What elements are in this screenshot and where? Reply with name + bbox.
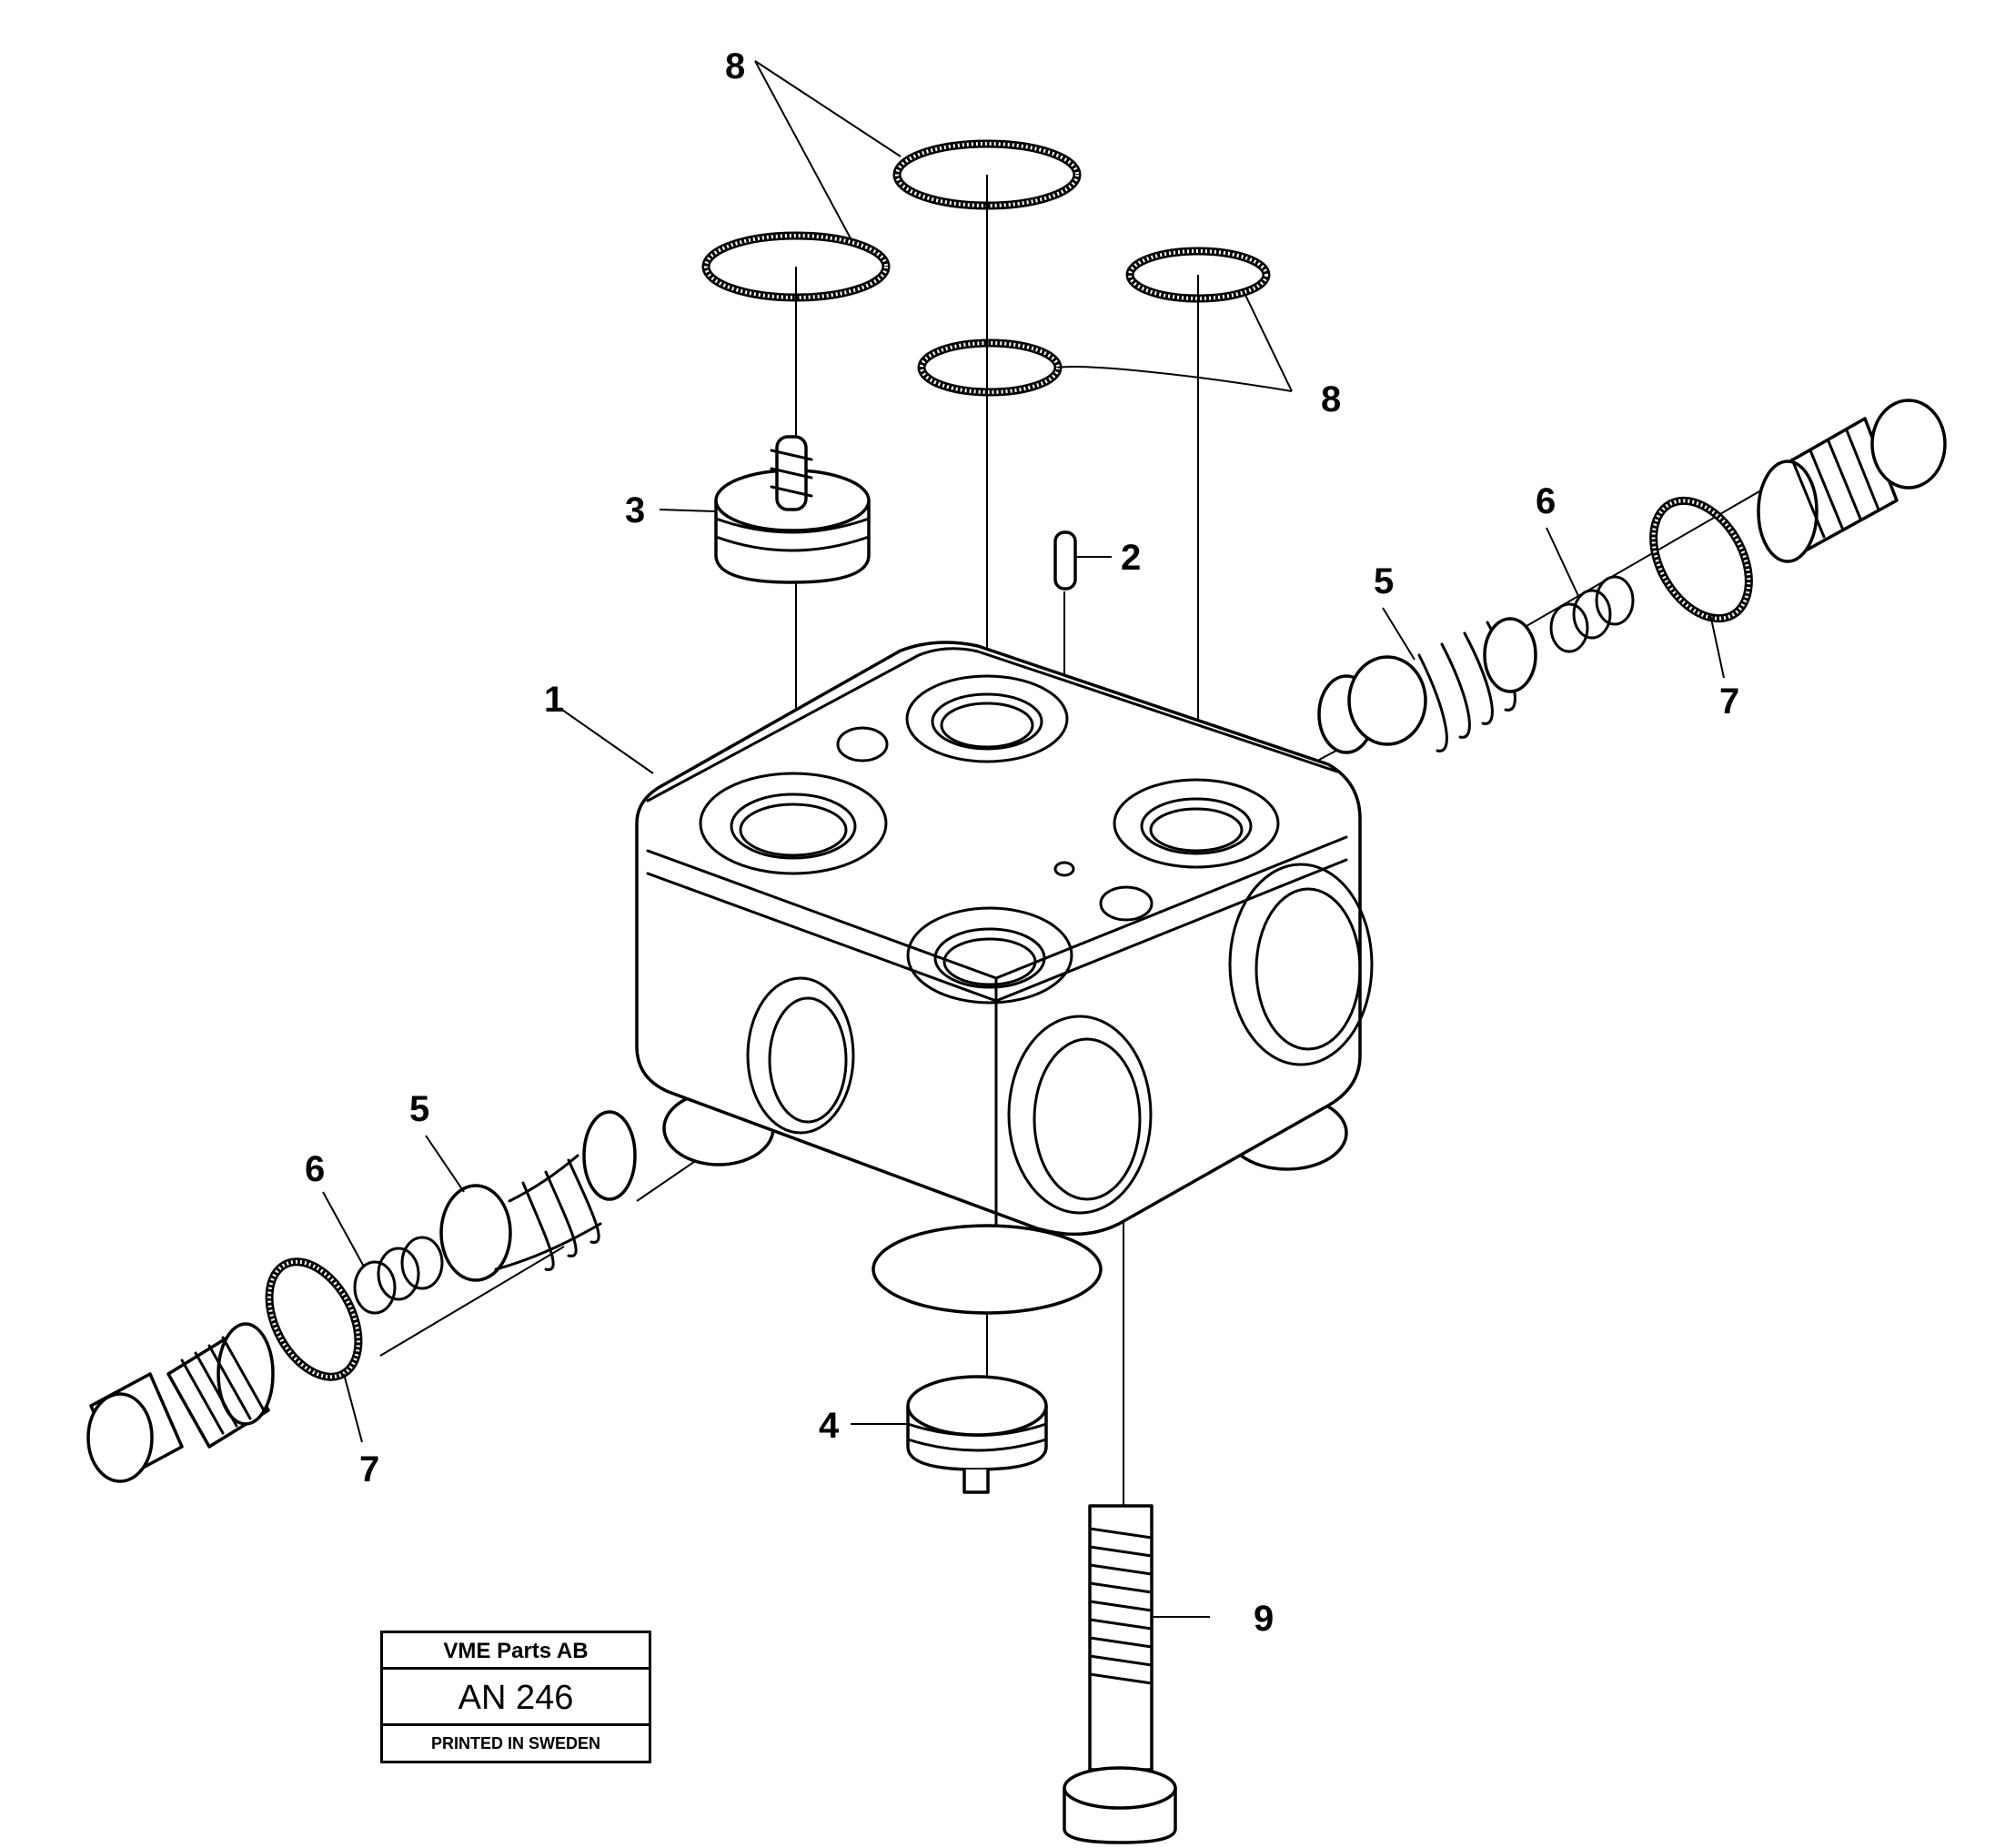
leader-lines-8	[754, 60, 1293, 392]
stamp-printed: PRINTED IN SWEDEN	[430, 1734, 600, 1752]
label-6-left: 6	[305, 1149, 325, 1189]
o-ring-left	[265, 1257, 363, 1381]
label-5-right: 5	[1374, 561, 1394, 601]
pin	[1053, 530, 1077, 591]
label-8-right: 8	[1321, 379, 1341, 419]
label-5-left: 5	[409, 1089, 429, 1129]
plug-right	[1757, 399, 1947, 563]
label-7-right: 7	[1719, 682, 1739, 722]
label-8-top: 8	[725, 46, 745, 86]
valve-insert-bottom	[906, 1375, 1048, 1494]
leader-lines	[322, 509, 1725, 1618]
spring-valve-right	[1317, 617, 1537, 754]
valve-insert-top	[714, 435, 871, 584]
label-3: 3	[625, 490, 645, 530]
o-ring-right	[1649, 496, 1753, 623]
plug-left	[86, 1322, 275, 1483]
label-9: 9	[1254, 1599, 1274, 1639]
label-4: 4	[819, 1406, 840, 1446]
label-1: 1	[544, 680, 564, 720]
bolt	[1063, 1504, 1177, 1844]
valve-body	[635, 641, 1374, 1315]
spring-right	[1549, 575, 1635, 653]
print-stamp: VME Parts AB AN 246 PRINTED IN SWEDEN	[380, 1631, 651, 1763]
o-ring-mid-center	[917, 338, 1063, 397]
stamp-company: VME Parts AB	[383, 1633, 649, 1670]
spring-left	[353, 1236, 444, 1315]
label-7-left: 7	[359, 1449, 379, 1490]
stamp-code: AN 246	[383, 1670, 649, 1726]
label-6-right: 6	[1536, 481, 1556, 521]
spring-valve-left	[439, 1110, 637, 1282]
label-2: 2	[1121, 538, 1141, 578]
